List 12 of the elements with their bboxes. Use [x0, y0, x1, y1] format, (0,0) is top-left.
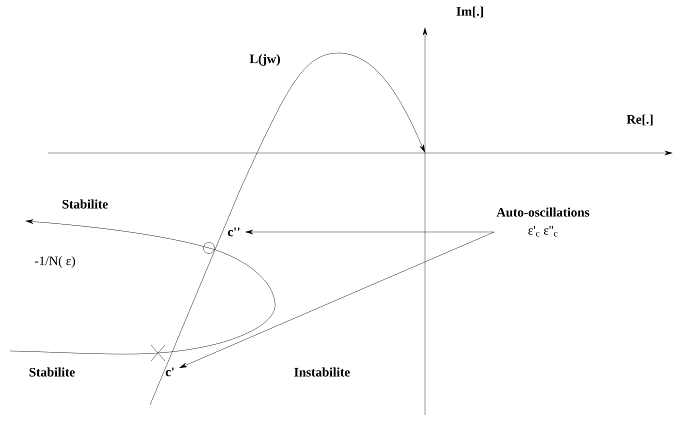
point-label: c': [166, 368, 174, 376]
region-label: Stabilite: [30, 367, 75, 377]
axis-label: Re[.]: [626, 114, 653, 126]
axis-label: Im[.]: [456, 6, 483, 18]
region-label: Instabilite: [294, 367, 350, 377]
curve-label: L(jw): [250, 54, 280, 66]
annotation-text: Auto-oscillations ε'$_{c}$ ε''$_{c}$: [496, 208, 590, 236]
point-label: c'': [228, 228, 240, 236]
curve-label: -1/N( ε): [34, 256, 76, 268]
region-label: Stabilite: [62, 199, 108, 209]
arrow: [245, 230, 494, 234]
arrow: [179, 232, 494, 368]
